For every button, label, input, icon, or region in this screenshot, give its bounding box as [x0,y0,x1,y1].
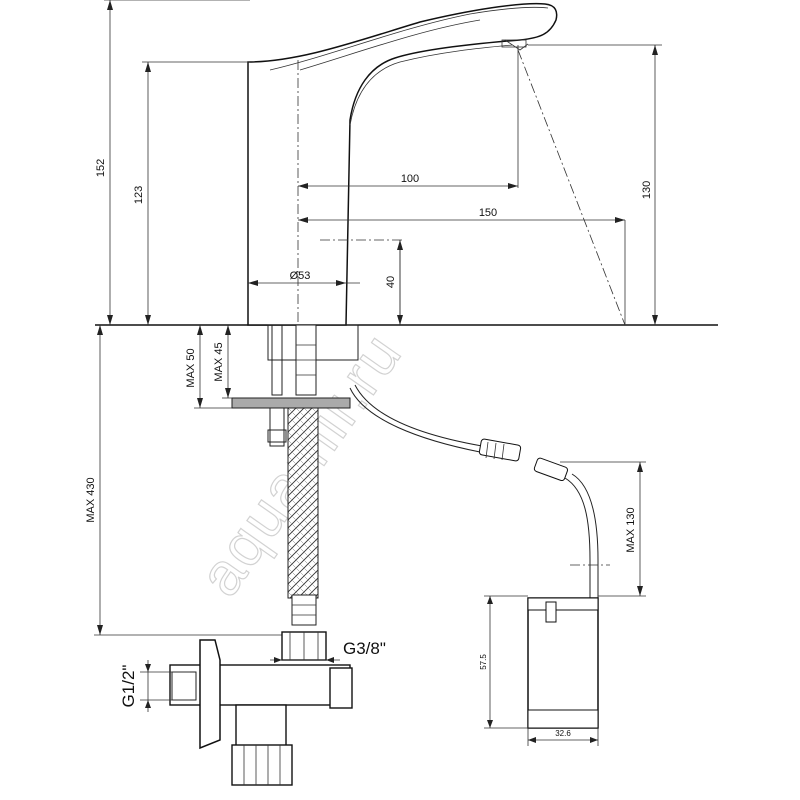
dim-100-label: 100 [401,173,419,185]
dim-130: 130 [528,44,662,325]
dim-32-6: 32.6 [527,728,599,746]
dim-max-50: MAX 50 [185,325,232,409]
faucet-body [247,2,558,326]
thread-g12-label: G1/2" [119,665,138,708]
sensor-cable [349,384,610,600]
dim-57-5: 57.5 [479,595,528,729]
aerator-centerline [517,49,626,326]
dim-40: 40 [385,240,403,325]
dim-123-label: 123 [133,186,145,204]
dim-150: 150 [298,207,625,223]
dim-152: 152 [95,0,250,325]
dim-o53: Ø53 [248,270,360,286]
dim-130-label: 130 [641,181,653,199]
dim-max-430: MAX 430 [85,325,292,636]
dim-40-label: 40 [385,276,397,288]
dim-o53-label: Ø53 [290,270,311,282]
thread-g38: G3/8" [270,639,386,663]
dim-123: 123 [133,61,250,325]
dim-57-5-label: 57.5 [479,654,488,670]
dim-max-130: MAX 130 [560,461,646,597]
dim-max-430-label: MAX 430 [85,477,97,522]
thread-g38-label: G3/8" [343,639,386,658]
braided-hose [287,324,319,626]
angle-valve [169,631,353,786]
dim-max-45: MAX 45 [213,325,232,399]
thread-g12: G1/2" [119,660,190,712]
dim-max-50-label: MAX 50 [185,348,197,387]
dim-152-label: 152 [95,159,107,177]
dim-max-130-label: MAX 130 [625,507,637,552]
dim-150-label: 150 [479,207,497,219]
control-box [527,597,599,729]
dim-32-6-label: 32.6 [555,729,571,738]
dim-100: 100 [298,173,518,189]
dim-max-45-label: MAX 45 [213,342,225,381]
